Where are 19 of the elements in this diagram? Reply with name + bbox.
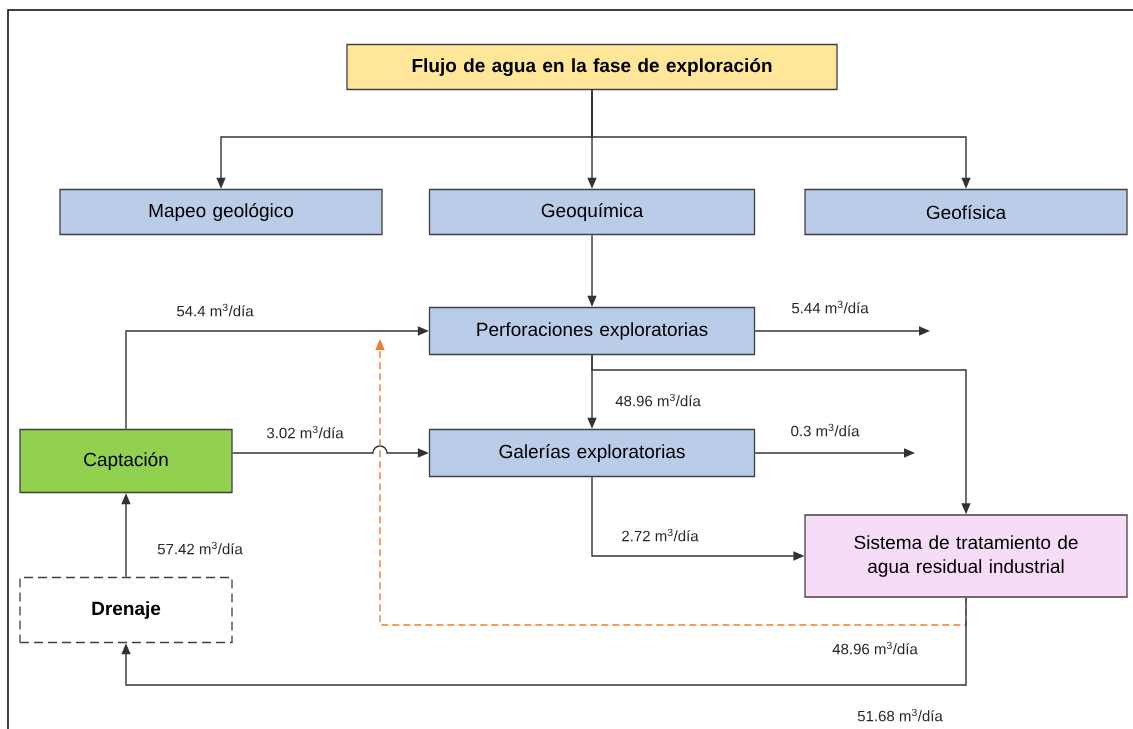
title-box: Flujo de agua en la fase de exploración	[346, 43, 838, 91]
edge-label: 5.44 m$^{3}$/día	[792, 300, 869, 314]
edge-label: 57.42 m$^{3}$/día	[157, 541, 243, 555]
process-box: Sistema de tratamiento de agua residual industrial	[804, 514, 1128, 598]
edge-label: 0.3 m$^{3}$/día	[791, 423, 860, 437]
process-box: Perforaciones exploratorias	[428, 306, 756, 356]
edge-label: 2.72 m$^{3}$/día	[622, 528, 699, 542]
edge-label: 51.68 m$^{3}$/día	[857, 708, 943, 722]
process-box: Geofísica	[804, 188, 1128, 236]
edge-label: 48.96 m$^{3}$/día	[615, 393, 701, 407]
process-box: Mapeo geológico	[59, 188, 383, 236]
process-box: Galerías exploratorias	[428, 428, 756, 478]
arrow	[121, 596, 967, 686]
process-box: Geoquímica	[428, 188, 756, 236]
edge-label: 54.4 m$^{3}$/día	[177, 303, 254, 317]
process-box: Captación	[19, 428, 233, 494]
edge-label: 3.02 m$^{3}$/día	[266, 425, 344, 439]
process-box: Drenaje	[19, 576, 233, 644]
edge-label: 48.96 m$^{3}$/día	[832, 641, 918, 655]
